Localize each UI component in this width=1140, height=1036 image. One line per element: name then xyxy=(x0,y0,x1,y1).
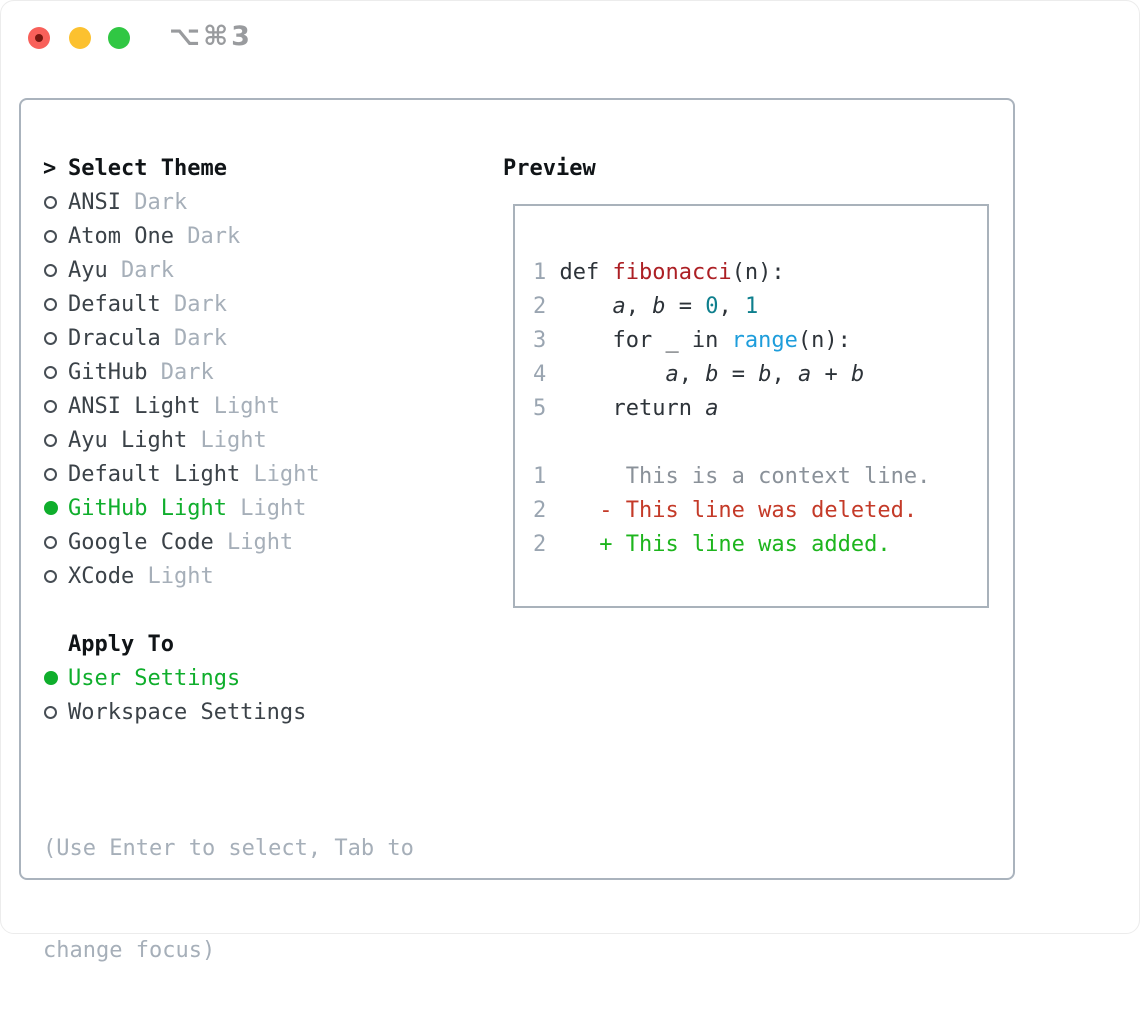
radio-icon xyxy=(44,536,57,549)
apply-option-label: Workspace Settings xyxy=(68,700,307,725)
window-title-shortcut: ⌥⌘3 xyxy=(169,21,253,52)
theme-variant-label: Light xyxy=(147,564,214,589)
option-ayu-light[interactable]: Ayu Light Light xyxy=(43,424,320,458)
theme-option-label: XCode xyxy=(68,564,135,589)
line-number: 2 xyxy=(533,498,547,523)
option-default-light[interactable]: Default Light Light xyxy=(43,458,320,492)
close-button-dot xyxy=(35,34,43,42)
apply-to-header: Apply To xyxy=(68,628,174,662)
theme-option-label: Ayu Light xyxy=(68,428,188,453)
theme-list-header: > Select Theme xyxy=(43,152,227,186)
theme-option-label: Atom One xyxy=(68,224,174,249)
option-default[interactable]: Default Dark xyxy=(43,288,320,322)
apply-to-header-label: Apply To xyxy=(68,632,174,657)
theme-variant-label: Light xyxy=(226,530,294,555)
preview-header-label: Preview xyxy=(503,156,596,181)
code-line: 5 return a xyxy=(533,392,930,426)
option-ayu[interactable]: Ayu Dark xyxy=(43,254,320,288)
option-ansi-light[interactable]: ANSI Light Light xyxy=(43,390,320,424)
theme-option-label: GitHub Light xyxy=(68,496,227,521)
line-number: 1 xyxy=(533,464,547,489)
cursor-icon: > xyxy=(43,156,57,181)
radio-selected-icon xyxy=(44,501,58,515)
hint-line-1: (Use Enter to select, Tab to xyxy=(43,836,414,861)
theme-variant-label: Dark xyxy=(134,190,188,215)
option-ansi[interactable]: ANSI Dark xyxy=(43,186,320,220)
radio-icon xyxy=(44,468,57,481)
line-number: 2 xyxy=(533,294,547,319)
theme-variant-label: Dark xyxy=(160,360,214,385)
option-workspace-settings[interactable]: Workspace Settings xyxy=(43,696,306,730)
line-number: 5 xyxy=(533,396,547,421)
theme-variant-label: Light xyxy=(253,462,320,487)
theme-variant-label: Light xyxy=(200,428,267,453)
code-line: 3 for _ in range(n): xyxy=(533,324,930,358)
theme-option-label: Ayu xyxy=(68,258,108,283)
code-line: 2 a, b = 0, 1 xyxy=(533,290,930,324)
radio-icon xyxy=(44,298,57,311)
radio-icon xyxy=(44,196,57,209)
close-button[interactable] xyxy=(28,27,50,49)
option-dracula[interactable]: Dracula Dark xyxy=(43,322,320,356)
radio-icon xyxy=(44,230,57,243)
radio-icon xyxy=(44,332,57,345)
theme-option-label: Default Light xyxy=(68,462,241,487)
code-line: 4 a, b = b, a + b xyxy=(533,358,930,392)
theme-variant-label: Dark xyxy=(187,224,241,249)
theme-option-label: Google Code xyxy=(68,530,214,555)
line-number: 4 xyxy=(533,362,547,387)
theme-option-label: Dracula xyxy=(68,326,161,351)
line-number: 1 xyxy=(533,260,547,285)
code-line: 2 - This line was deleted. xyxy=(533,494,930,528)
theme-variant-label: Light xyxy=(240,496,307,521)
radio-icon xyxy=(44,264,57,277)
theme-variant-label: Dark xyxy=(173,326,227,351)
theme-option-label: Default xyxy=(68,292,161,317)
code-line xyxy=(533,426,930,460)
option-user-settings[interactable]: User Settings xyxy=(43,662,306,696)
hint-line-2: change focus) xyxy=(43,938,216,963)
title-bar: ⌥⌘3 xyxy=(1,1,1139,76)
theme-variant-label: Dark xyxy=(121,258,174,283)
radio-icon xyxy=(44,400,57,413)
radio-icon xyxy=(44,366,57,379)
option-google-code[interactable]: Google Code Light xyxy=(43,526,320,560)
preview-header: Preview xyxy=(503,152,596,186)
radio-selected-icon xyxy=(44,671,58,685)
option-xcode[interactable]: XCode Light xyxy=(43,560,320,594)
radio-icon xyxy=(44,706,57,719)
minimize-button[interactable] xyxy=(69,27,91,49)
theme-option-label: ANSI xyxy=(68,190,121,215)
option-github[interactable]: GitHub Dark xyxy=(43,356,320,390)
theme-header-label: Select Theme xyxy=(68,156,227,181)
code-line: 1 This is a context line. xyxy=(533,460,930,494)
theme-option-label: ANSI Light xyxy=(68,394,201,419)
keyboard-hint: (Use Enter to select, Tab to change focu… xyxy=(43,764,414,1036)
theme-option-label: GitHub xyxy=(68,360,148,385)
option-atom-one[interactable]: Atom One Dark xyxy=(43,220,320,254)
option-github-light[interactable]: GitHub Light Light xyxy=(43,492,320,526)
theme-variant-label: Light xyxy=(213,394,280,419)
theme-variant-label: Dark xyxy=(173,292,227,317)
radio-icon xyxy=(44,570,57,583)
zoom-button[interactable] xyxy=(108,27,130,49)
radio-icon xyxy=(44,434,57,447)
apply-option-label: User Settings xyxy=(68,666,241,691)
line-number: 2 xyxy=(533,532,547,557)
code-line: 2 + This line was added. xyxy=(533,528,930,562)
line-number: 3 xyxy=(533,328,547,353)
